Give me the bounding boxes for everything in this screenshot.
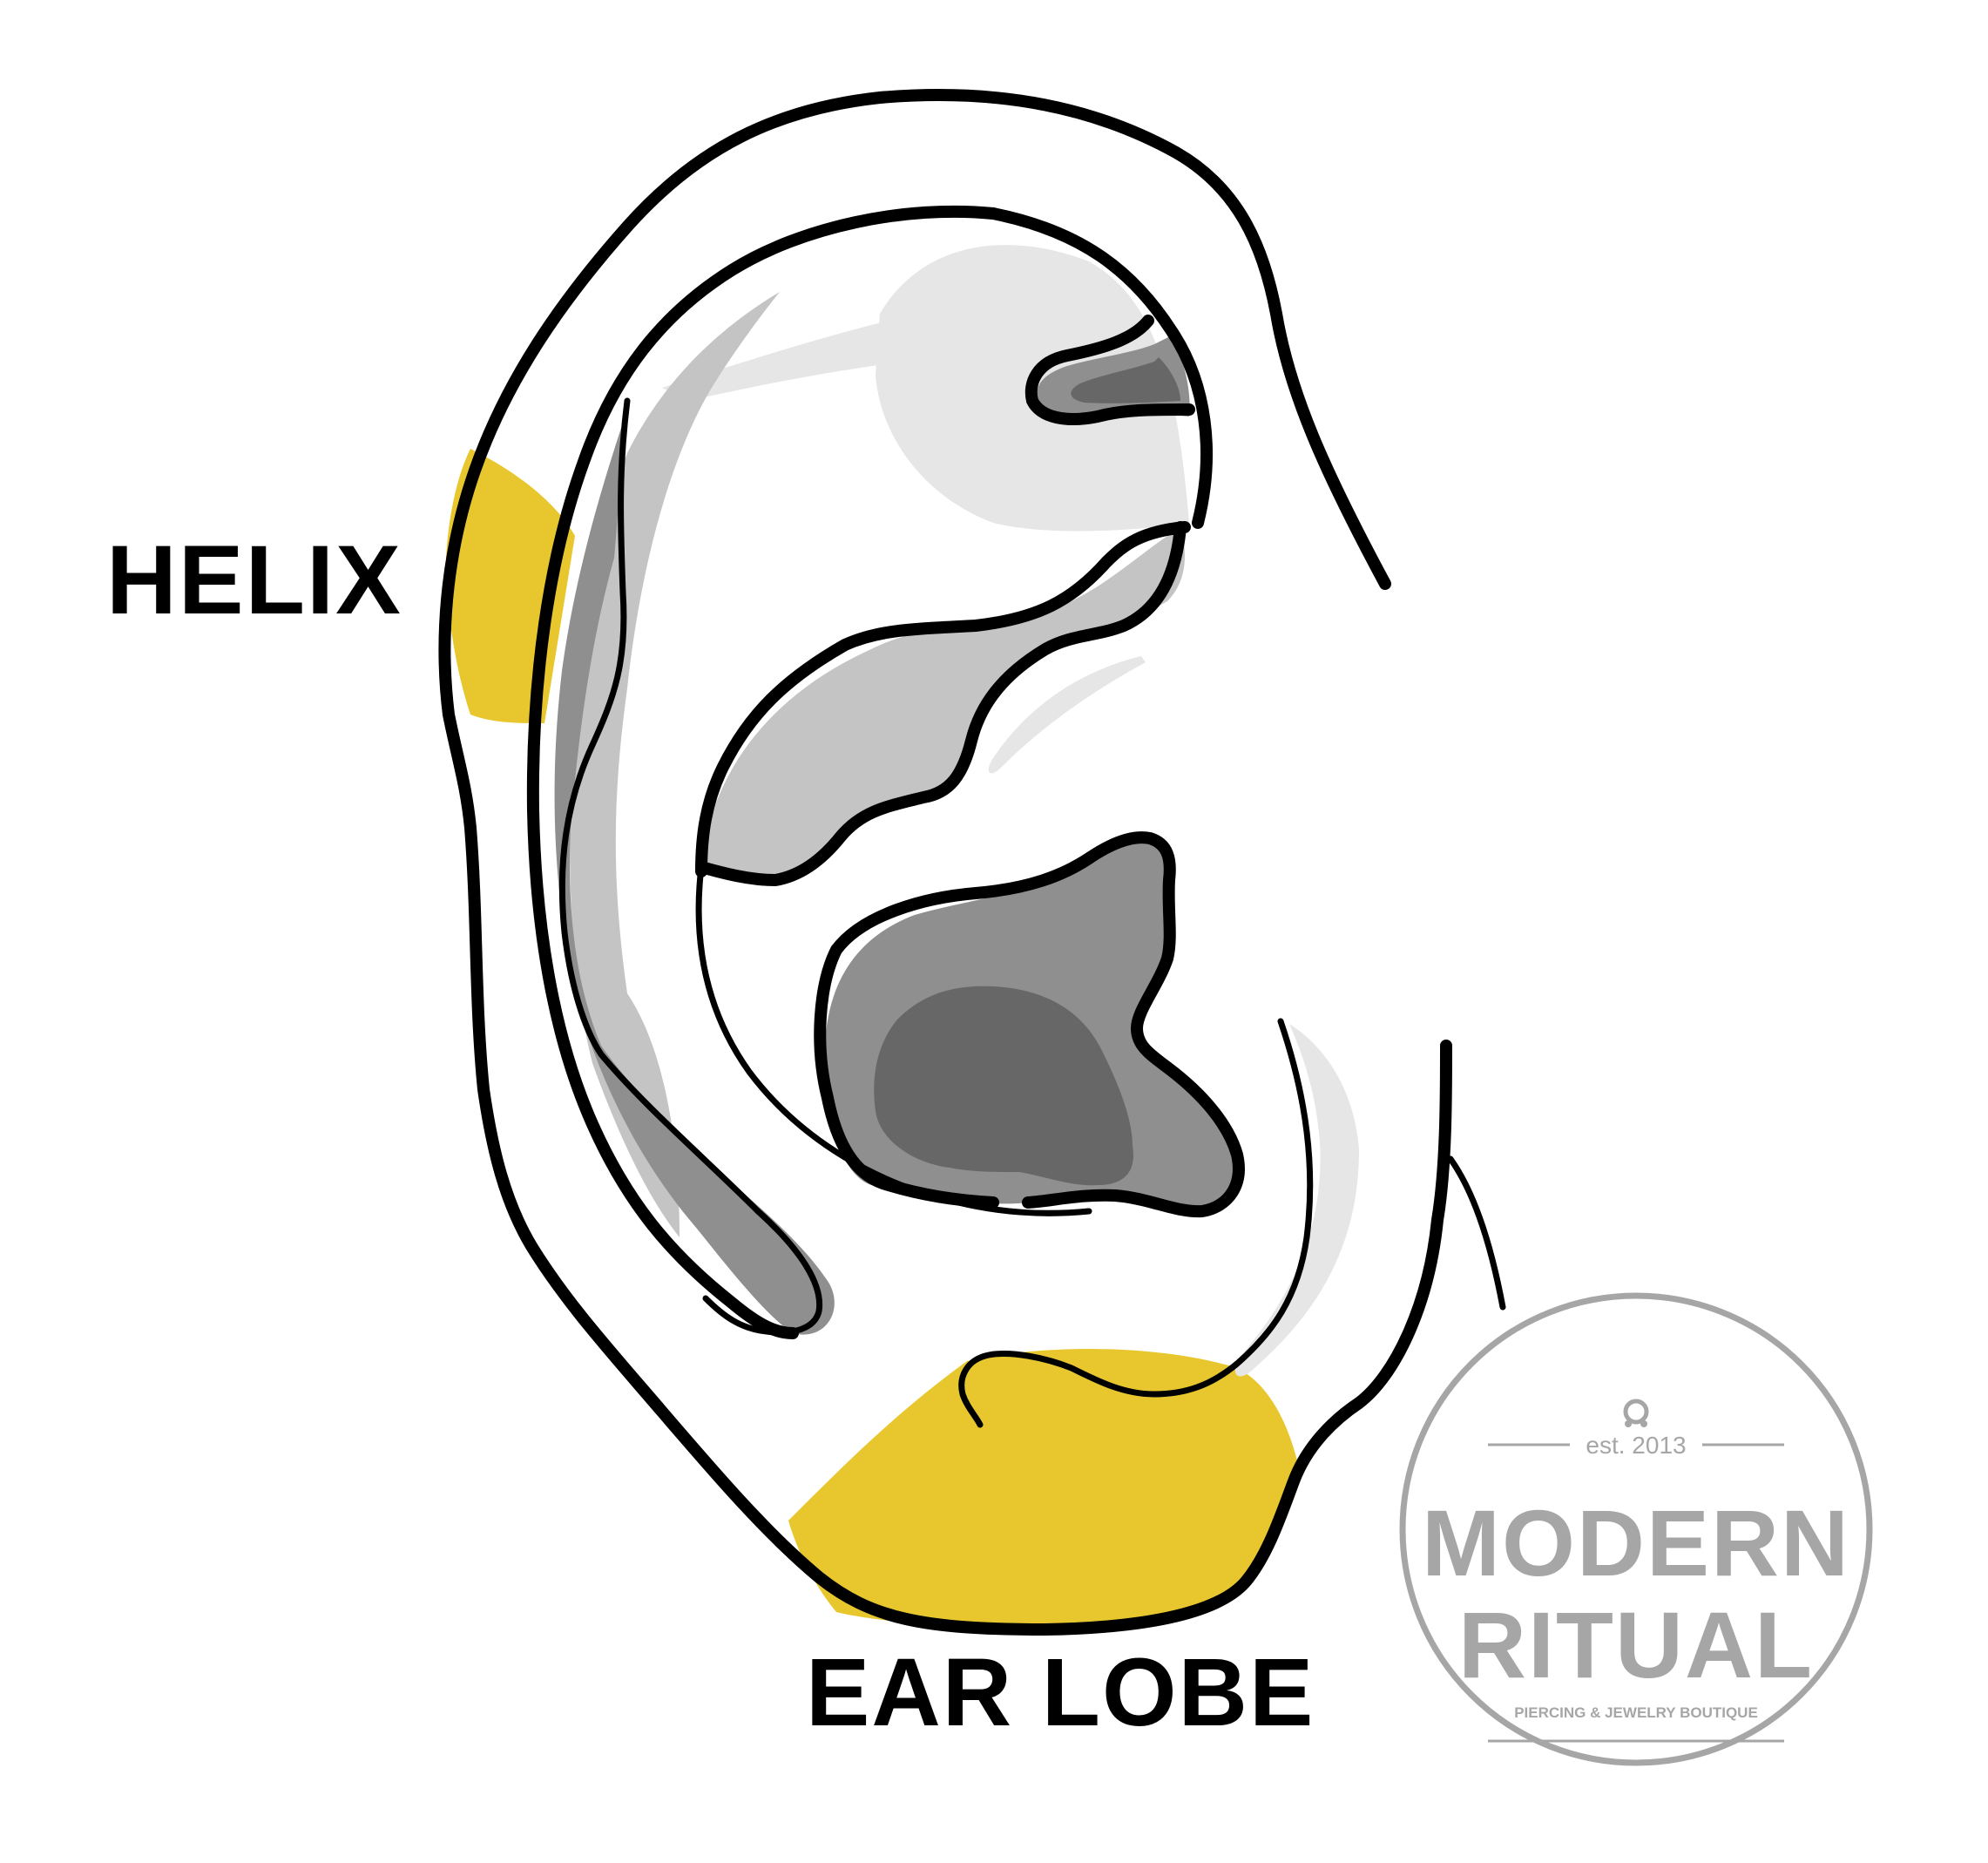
antihelix-outline: [558, 397, 823, 1336]
antitragus-shadow: [1234, 1024, 1359, 1377]
helix-fold: [554, 410, 835, 1335]
crus-of-helix-inner: [1071, 357, 1180, 403]
concha-outline: [814, 831, 1245, 1218]
helix-label: HELIX: [106, 525, 402, 634]
antihelix-shadow: [662, 309, 945, 401]
outer-ear-outline: [438, 89, 1452, 1636]
ear-lobe-highlight: [788, 1349, 1298, 1629]
ear-lobe-label: EAR LOBE: [806, 1639, 1315, 1746]
crus-outline: [1024, 315, 1195, 425]
intertragic-line: [1447, 1155, 1506, 1311]
antihelix-upper-outline: [695, 521, 1191, 886]
antihelix-body: [701, 527, 1185, 883]
helix-rim: [526, 205, 1213, 1339]
ear-canal: [874, 986, 1133, 1186]
concha-rim: [695, 864, 1092, 1216]
tragus-shadow: [988, 656, 1146, 774]
tragus-outline: [958, 1018, 1314, 1428]
